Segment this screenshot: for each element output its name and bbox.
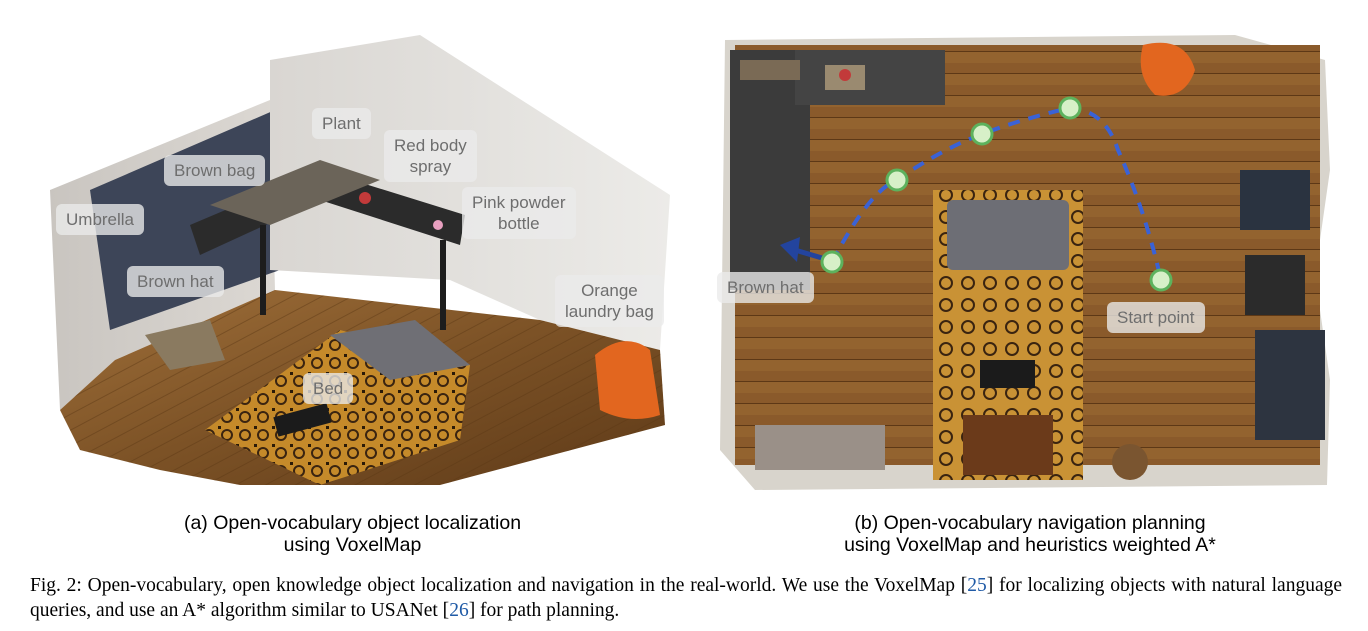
label-umbrella-text: Umbrella [66, 210, 135, 229]
waypoint-start [1149, 268, 1173, 292]
label-start-point-text: Start point [1117, 308, 1195, 327]
panel-a-room-reconstruction: Plant Red body spray Brown bag Umbrella … [20, 30, 685, 495]
subcaption-a: (a) Open-vocabulary object localization … [20, 512, 685, 556]
waypoint [1058, 96, 1082, 120]
label-umbrella: Umbrella [56, 204, 145, 235]
citation-link-26[interactable]: 26 [449, 600, 469, 621]
citation-link-25[interactable]: 25 [967, 575, 987, 596]
label-red-body-spray-line2: spray [409, 157, 452, 176]
path-overlay [780, 96, 1173, 292]
subcaption-b: (b) Open-vocabulary navigation planning … [715, 512, 1345, 556]
label-brown-bag-text: Brown bag [174, 161, 256, 180]
figure-caption: Fig. 2: Open-vocabulary, open knowledge … [30, 573, 1342, 623]
label-plant-text: Plant [322, 114, 361, 133]
panel-b-topdown-map: Brown hat Start point [715, 30, 1345, 495]
arrow-shaft [794, 247, 823, 261]
label-start-point: Start point [1107, 302, 1205, 333]
subcaption-a-line1: (a) Open-vocabulary object localization [183, 512, 522, 534]
caption-text-2: ] for localizing objects with natural la… [30, 575, 1343, 621]
label-pink-powder-bottle: Pink powder bottle [462, 187, 576, 239]
label-brown-hat-map: Brown hat [717, 272, 814, 303]
label-red-body-spray-line1: Red body [394, 136, 467, 155]
waypoint [820, 250, 844, 274]
caption-text-1: Fig. 2: Open-vocabulary, open knowledge … [30, 575, 968, 596]
label-brown-hat-map-text: Brown hat [727, 278, 804, 297]
subcaption-b-line2: using VoxelMap and heuristics weighted A… [844, 534, 1216, 556]
subcaption-a-line2: using VoxelMap [283, 534, 422, 556]
label-orange-laundry-line2: laundry bag [565, 302, 654, 321]
topdown-map-image [720, 35, 1330, 490]
waypoint [970, 122, 994, 146]
label-bed-text: Bed [313, 379, 344, 398]
label-brown-hat-text: Brown hat [137, 272, 214, 291]
label-brown-bag: Brown bag [164, 155, 266, 186]
label-pink-powder-line2: bottle [497, 214, 540, 233]
label-red-body-spray: Red body spray [384, 130, 477, 182]
planned-path [830, 105, 1163, 281]
waypoint [885, 168, 909, 192]
label-plant: Plant [312, 108, 371, 139]
subcaption-b-line1: (b) Open-vocabulary navigation planning [854, 512, 1206, 534]
arrow-head-icon [780, 237, 800, 262]
room-3d-image [50, 35, 670, 485]
label-brown-hat: Brown hat [127, 266, 224, 297]
label-pink-powder-line1: Pink powder [472, 193, 566, 212]
label-orange-laundry-bag: Orange laundry bag [555, 275, 664, 327]
label-orange-laundry-line1: Orange [581, 281, 638, 300]
caption-text-3: ] for path planning. [468, 600, 620, 621]
label-bed: Bed [303, 373, 354, 404]
